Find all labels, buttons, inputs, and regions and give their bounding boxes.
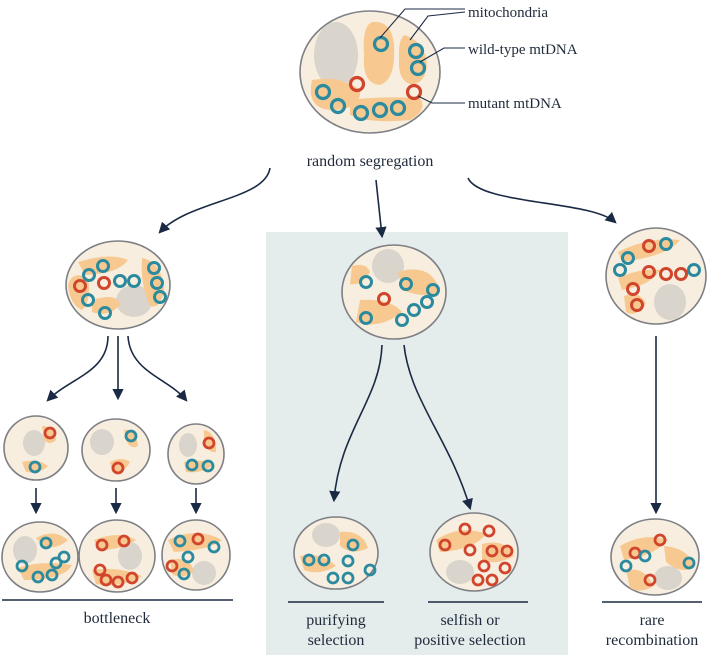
mtdna-wild-type [314, 83, 332, 101]
purifying-label-line2: selection [308, 632, 365, 649]
arrow-to-selection [375, 179, 387, 239]
nucleus [314, 22, 358, 88]
mtdna-mutant [348, 75, 366, 93]
arrow-to-bottleneck [158, 167, 271, 234]
bottleneck-result-cell-1 [1, 521, 79, 593]
mitochondrion [363, 21, 395, 85]
rare-recombination-label-line2: recombination [606, 632, 698, 649]
mtdna-wild-type [409, 59, 427, 77]
bottleneck-label: bottleneck [84, 610, 151, 627]
recombination-result-cell [610, 518, 700, 596]
selfish-label-line1: selfish or [440, 612, 500, 629]
mtdna-wild-type [407, 42, 425, 60]
legend-wild-type-mtdna: wild-type mtDNA [468, 42, 578, 58]
legend-mitochondria: mitochondria [468, 5, 548, 21]
arrow-to-recombination [467, 177, 617, 224]
recombination-parent-cell [605, 227, 707, 325]
bottleneck-small-cell-1 [3, 415, 69, 481]
purifying-label-line1: purifying [306, 612, 366, 629]
arrow-to-selfish [403, 344, 473, 511]
rare-recombination-label-line1: rare [640, 612, 665, 629]
selfish-label-line2: positive selection [414, 632, 526, 649]
arrow-bottleneck-left [46, 335, 109, 402]
bottleneck-result-cell-3 [161, 519, 231, 591]
selection-parent-cell [341, 244, 447, 340]
mtdna-wild-type [371, 101, 389, 119]
selfish-result-cell [429, 512, 519, 592]
legend-mutant-mtdna: mutant mtDNA [468, 96, 562, 112]
mtdna-wild-type [352, 104, 370, 122]
mtdna-mutant [405, 83, 423, 101]
bottleneck-result-cell-2 [78, 519, 156, 593]
legend-leaders [379, 8, 466, 104]
arrow-bottleneck-right [127, 335, 188, 402]
random-segregation-label: random segregation [307, 153, 434, 170]
parent-cell [299, 10, 441, 134]
arrow-to-purifying [329, 344, 383, 503]
bottleneck-small-cell-2 [81, 418, 151, 482]
bottleneck-parent-cell [65, 240, 171, 330]
bottleneck-small-cell-3 [167, 423, 225, 485]
purifying-result-cell [293, 516, 379, 590]
mtdna-wild-type [329, 97, 347, 115]
mtdna-wild-type [389, 99, 407, 117]
